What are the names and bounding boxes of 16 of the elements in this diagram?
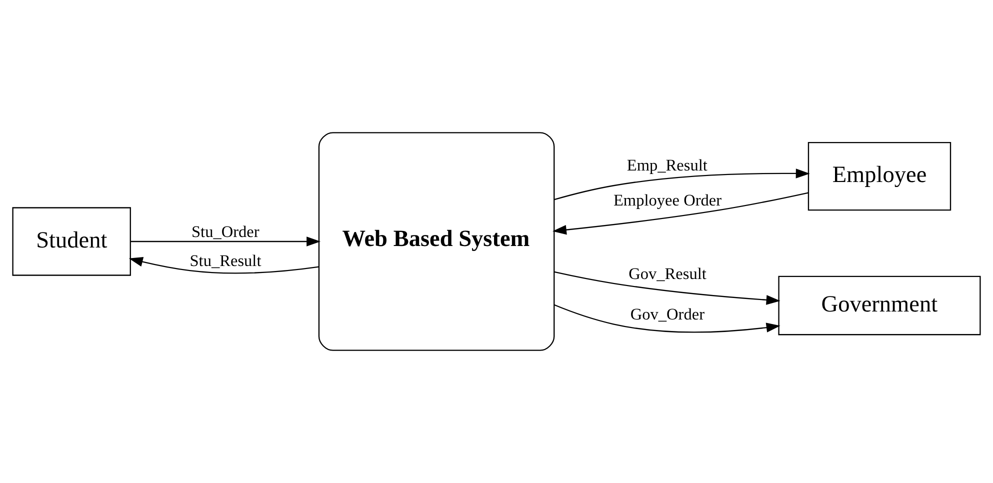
edge-label: Stu_Order [192, 222, 260, 242]
arrow [554, 304, 780, 333]
edge-label: Emp_Result [626, 156, 708, 175]
arrow [554, 168, 810, 200]
arrow [130, 236, 321, 246]
edge-label: Gov_Result [628, 264, 706, 283]
edge-label: Employee Order [613, 190, 722, 210]
arrow [552, 192, 808, 235]
arrow [128, 257, 319, 274]
arrow [554, 271, 780, 305]
edge-label: Stu_Result [190, 251, 262, 270]
edge-label: Gov_Order [630, 304, 705, 324]
node-box: Student [12, 207, 131, 276]
node-box: Government [778, 276, 981, 336]
node-box: Employee [808, 142, 952, 211]
node-box: Web Based System [318, 132, 555, 351]
